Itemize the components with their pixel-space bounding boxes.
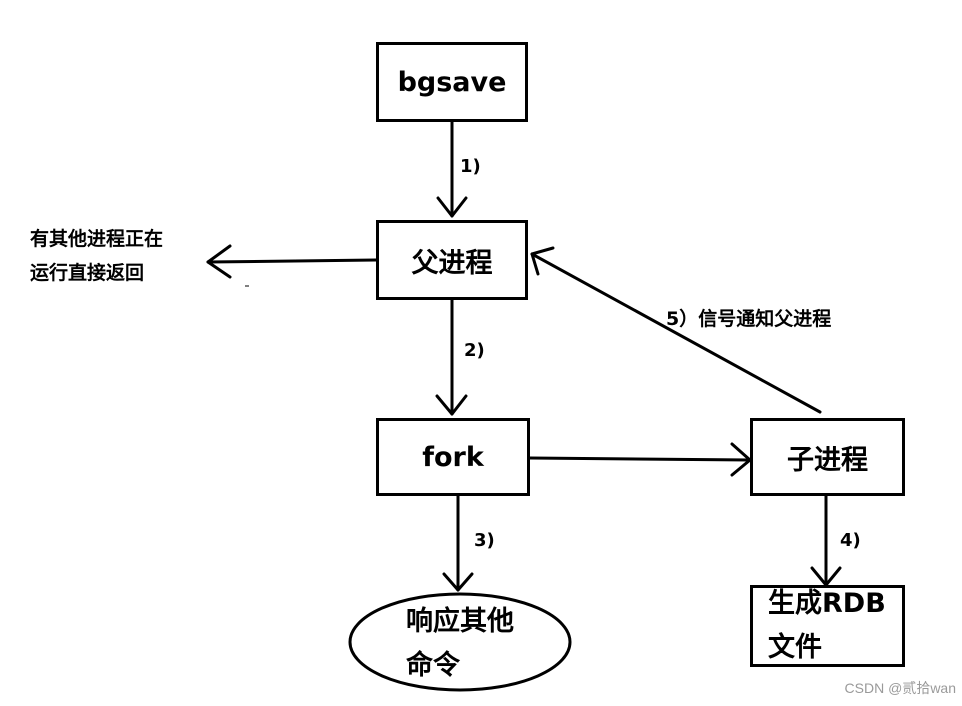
fork-node: fork bbox=[376, 418, 530, 496]
side-note: 有其他进程正在 运行直接返回 bbox=[30, 222, 163, 290]
edge-label-1: 1) bbox=[460, 156, 481, 177]
respond-label-line1: 响应其他 bbox=[406, 606, 514, 637]
side-note-line2: 运行直接返回 bbox=[30, 262, 145, 284]
bgsave-node: bgsave bbox=[376, 42, 528, 122]
parent-process-label: 父进程 bbox=[411, 247, 493, 279]
rdb-file-node bbox=[750, 585, 905, 667]
watermark: CSDN @贰拾wan bbox=[844, 680, 956, 696]
arrowhead-respond bbox=[442, 572, 474, 592]
child-process-node: 子进程 bbox=[750, 418, 905, 496]
arrowhead-note bbox=[206, 244, 232, 279]
edge-label-5: 5）信号通知父进程 bbox=[666, 308, 832, 330]
bgsave-label: bgsave bbox=[397, 66, 507, 98]
edge-child-to-parent bbox=[530, 252, 822, 414]
respond-node-label: 响应其他 命令 bbox=[406, 600, 514, 688]
respond-label-line2: 命令 bbox=[406, 650, 460, 681]
arrowhead-parent bbox=[436, 196, 468, 218]
edge-fork-to-child bbox=[528, 456, 752, 462]
parent-process-node: 父进程 bbox=[376, 220, 528, 300]
rdb-file-label-line1: 生成RDB bbox=[768, 588, 886, 619]
fork-label: fork bbox=[422, 441, 484, 473]
edge-label-4: 4) bbox=[840, 530, 861, 551]
child-process-label: 子进程 bbox=[787, 444, 868, 476]
side-note-line1: 有其他进程正在 bbox=[30, 228, 164, 250]
edge-parent-to-note bbox=[206, 258, 378, 264]
respond-node-shape bbox=[348, 592, 572, 692]
edge-label-3: 3) bbox=[474, 530, 495, 551]
rdb-file-label: 生成RDB 文件 bbox=[768, 582, 886, 670]
edge-label-2: 2) bbox=[464, 340, 485, 361]
arrowhead-parent-signal bbox=[530, 246, 555, 276]
rdb-file-label-line2: 文件 bbox=[768, 632, 822, 663]
arrowhead-fork bbox=[435, 394, 468, 416]
